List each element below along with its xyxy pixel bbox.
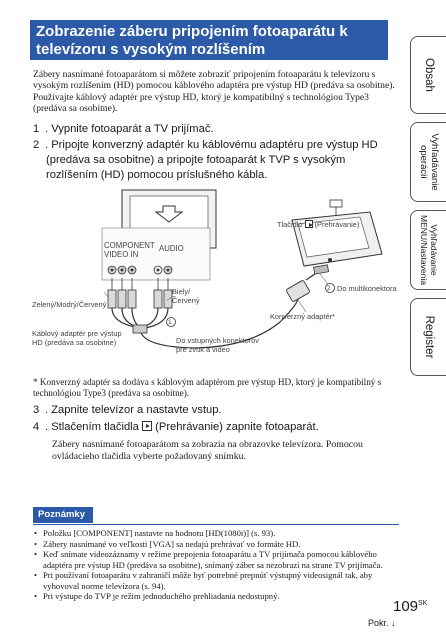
page-number: 109SK [393, 598, 428, 615]
step-3: 3. Zapnite televízor a nastavte vstup. [33, 404, 222, 416]
step-text: Pripojte konverzný adaptér ku káblovému … [51, 139, 378, 151]
tab-index[interactable]: Register [410, 298, 446, 376]
green-blue-red-label: Zelený/Modrý/Červený [32, 300, 107, 309]
notes-list: Položku [COMPONENT] nastavte na hodnotu … [33, 528, 398, 602]
step-text-continued: (predáva sa osobitne) a pripojte fotoapa… [46, 154, 346, 181]
list-item: Keď snímate videozáznamy v režime prepoj… [33, 549, 398, 570]
notes-header: Poznámky [33, 507, 93, 523]
notes-divider [33, 524, 399, 525]
continue-link[interactable]: Pokr. ↓ [368, 618, 396, 628]
step-number: 1 [33, 123, 40, 135]
step-text-after: (Prehrávanie) zapnite fotoaparát. [155, 421, 319, 433]
list-item: Položku [COMPONENT] nastavte na hodnotu … [33, 528, 398, 539]
tab-contents[interactable]: Obsah [410, 36, 446, 114]
step-1: 1. Vypnite fotoaparát a TV prijímač. [33, 123, 214, 135]
page-title: Zobrazenie záberu pripojením fotoaparátu… [30, 20, 388, 60]
step-text: Stlačením tlačidla [51, 421, 139, 433]
audio-label: AUDIO [159, 244, 184, 253]
white-red-label: Biely/ Červený [172, 287, 200, 305]
step-number: 3 [33, 404, 40, 416]
list-item: Pri výstupe do TVP je režim jednoduchého… [33, 591, 398, 602]
step-number: 2 [33, 139, 40, 151]
tab-search-operations[interactable]: Vyhľadávanie operácií [410, 122, 446, 202]
to-inputs-label: 1 Do vstupných konektorov pre zvuk a vid… [168, 319, 259, 354]
multi-connector-label: 2 Do multikonektora [327, 284, 397, 293]
step-text: Vypnite fotoaparát a TV prijímač. [51, 123, 214, 135]
cable-adapter-label: Káblový adaptér pre výstup HD (predáva s… [32, 329, 122, 347]
list-item: Zábery nasnímané vo veľkosti [VGA] sa ne… [33, 539, 398, 550]
converter-adapter-label: Konverzný adaptér* [270, 312, 335, 321]
step-4-description: Zábery nasnímané fotoaparátom sa zobrazi… [52, 439, 363, 462]
marker-1: 1 [168, 319, 172, 326]
audio-jacks-icon [153, 265, 173, 275]
footnote: * Konverzný adaptér sa dodáva s káblovým… [33, 377, 382, 399]
component-video-in-label: COMPONENT VIDEO IN [104, 241, 155, 259]
connection-diagram: COMPONENT VIDEO IN AUDIO Zelený/Modrý/Če… [30, 162, 400, 372]
step-4: 4. Stlačením tlačidla (Prehrávanie) zapn… [33, 421, 319, 433]
step-2: 2. Pripojte konverzný adaptér ku káblové… [33, 138, 395, 183]
playback-icon [142, 421, 153, 431]
camera-icon [291, 199, 383, 275]
rca-plugs-icon [107, 289, 173, 309]
playback-icon [304, 220, 313, 228]
list-item: Pri používaní fotoaparátu v zahraničí mô… [33, 570, 398, 591]
converter-adapter-icon [286, 269, 321, 302]
step-text: Zapnite televízor a nastavte vstup. [51, 404, 222, 416]
intro-text: Zábery nasnímané fotoaparátom si môžete … [33, 69, 395, 115]
playback-button-label: Tlačidlo (Prehrávanie) [277, 220, 360, 229]
arrow-down-icon: ↓ [391, 618, 396, 628]
marker-2: 2 [327, 285, 331, 292]
step-number: 4 [33, 421, 40, 433]
tab-search-menu-settings[interactable]: Vyhľadávanie MENU/Nastavenia [410, 210, 446, 290]
diagram-drawing [101, 189, 383, 349]
component-jacks-icon [107, 265, 137, 275]
